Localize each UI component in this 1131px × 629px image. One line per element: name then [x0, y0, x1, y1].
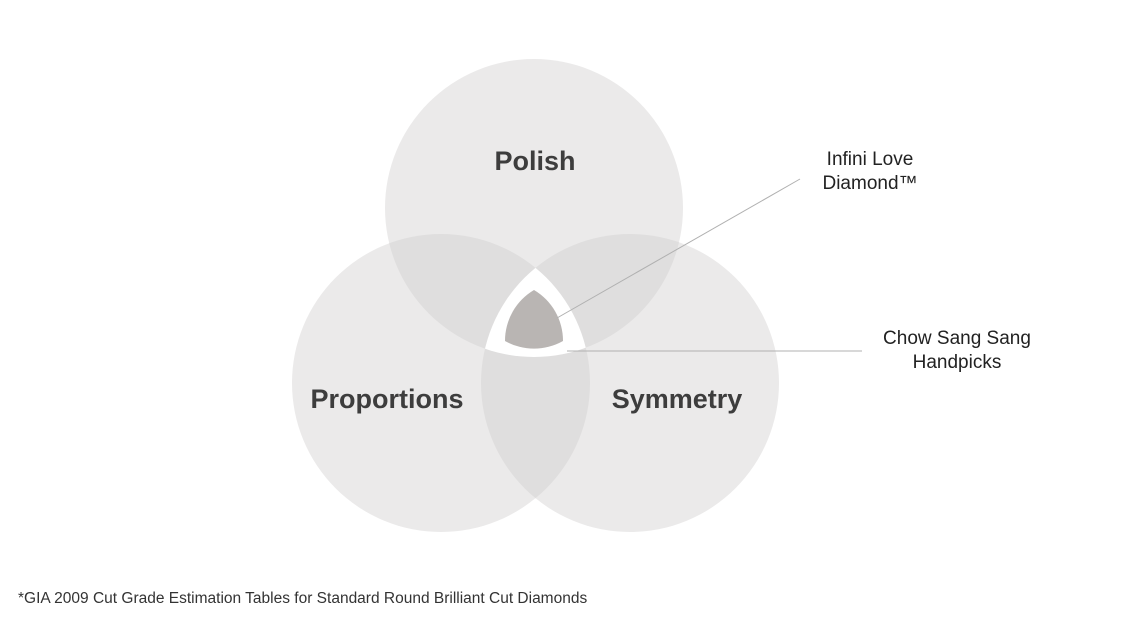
footnote: *GIA 2009 Cut Grade Estimation Tables fo…	[18, 590, 588, 607]
label-polish: Polish	[494, 146, 576, 176]
callout-infini-love: Infini Love Diamond™	[822, 148, 917, 196]
label-proportions: Proportions	[310, 384, 464, 414]
core-intersection	[504, 290, 564, 349]
callout-handpicks-line1: Chow Sang Sang	[883, 328, 1031, 349]
callout-infini-line2: Diamond™	[822, 173, 918, 194]
callout-handpicks-line2: Handpicks	[912, 352, 1002, 373]
callout-infini-line1: Infini Love	[826, 149, 914, 170]
center-intersection	[481, 234, 590, 357]
label-symmetry: Symmetry	[611, 384, 743, 414]
callout-line-infini	[556, 178, 801, 319]
callout-handpicks: Chow Sang Sang Handpicks	[883, 327, 1031, 375]
